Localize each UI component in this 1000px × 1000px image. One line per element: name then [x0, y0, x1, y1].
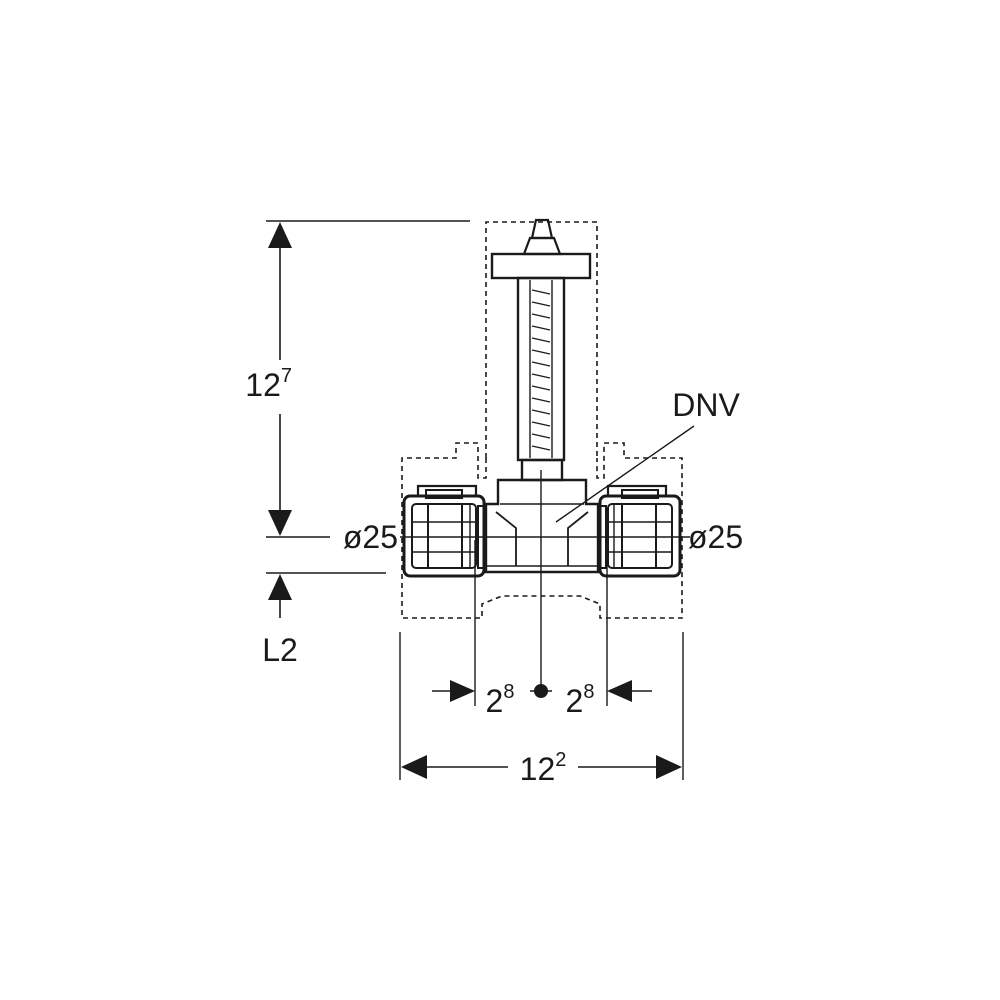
spindle-ribs [531, 289, 551, 451]
right-connector [597, 484, 682, 578]
arrow-up-icon [268, 574, 292, 600]
offset-right-sup: 8 [583, 681, 594, 703]
l2-dimension: L2 [262, 572, 386, 668]
left-connector [402, 484, 487, 578]
arrow-left-icon [401, 755, 427, 779]
center-point-marker [534, 684, 548, 698]
spindle-rib [531, 445, 551, 451]
spindle-rib [531, 301, 551, 307]
width-dim-sup: 2 [555, 749, 566, 771]
svg-text:127: 127 [245, 365, 292, 403]
offset-left-sup: 8 [503, 681, 514, 703]
center-lines [400, 470, 690, 690]
spindle-rib [531, 421, 551, 427]
spindle-rib [531, 409, 551, 415]
diameter-right-label: ø25 [688, 519, 743, 555]
spindle-rib [531, 373, 551, 379]
arrow-right-icon [656, 755, 682, 779]
spindle-rib [531, 313, 551, 319]
arrow-up-icon [268, 222, 292, 248]
diameter-left-label: ø25 [343, 519, 398, 555]
svg-text:122: 122 [520, 749, 567, 787]
arrow-left-icon [607, 680, 632, 702]
offset-right-value: 2 [566, 683, 584, 719]
installation-envelope [401, 221, 683, 619]
spindle-rib [531, 397, 551, 403]
l2-label: L2 [262, 632, 298, 668]
height-dim-sup: 7 [281, 365, 292, 387]
width-dim-value: 12 [520, 751, 556, 787]
svg-text:28: 28 [486, 681, 515, 719]
spindle-rib [531, 337, 551, 343]
offset-dimension: 28 28 [432, 540, 652, 719]
width-dimension: 122 [399, 632, 684, 787]
arrow-right-icon [450, 680, 475, 702]
height-dimension: 127 [245, 220, 470, 538]
height-dim-value: 12 [245, 367, 281, 403]
spindle-rib [531, 361, 551, 367]
dnv-callout: DNV [555, 387, 740, 523]
dnv-label: DNV [672, 387, 740, 423]
spindle-rib [531, 433, 551, 439]
valve-spindle [516, 276, 566, 482]
valve-body [484, 478, 600, 574]
offset-left-value: 2 [486, 683, 504, 719]
spindle-rib [531, 385, 551, 391]
arrow-down-icon [268, 510, 292, 536]
spindle-rib [531, 349, 551, 355]
spindle-rib [531, 289, 551, 295]
svg-text:28: 28 [566, 681, 595, 719]
spindle-rib [531, 325, 551, 331]
valve-handle [490, 218, 592, 280]
